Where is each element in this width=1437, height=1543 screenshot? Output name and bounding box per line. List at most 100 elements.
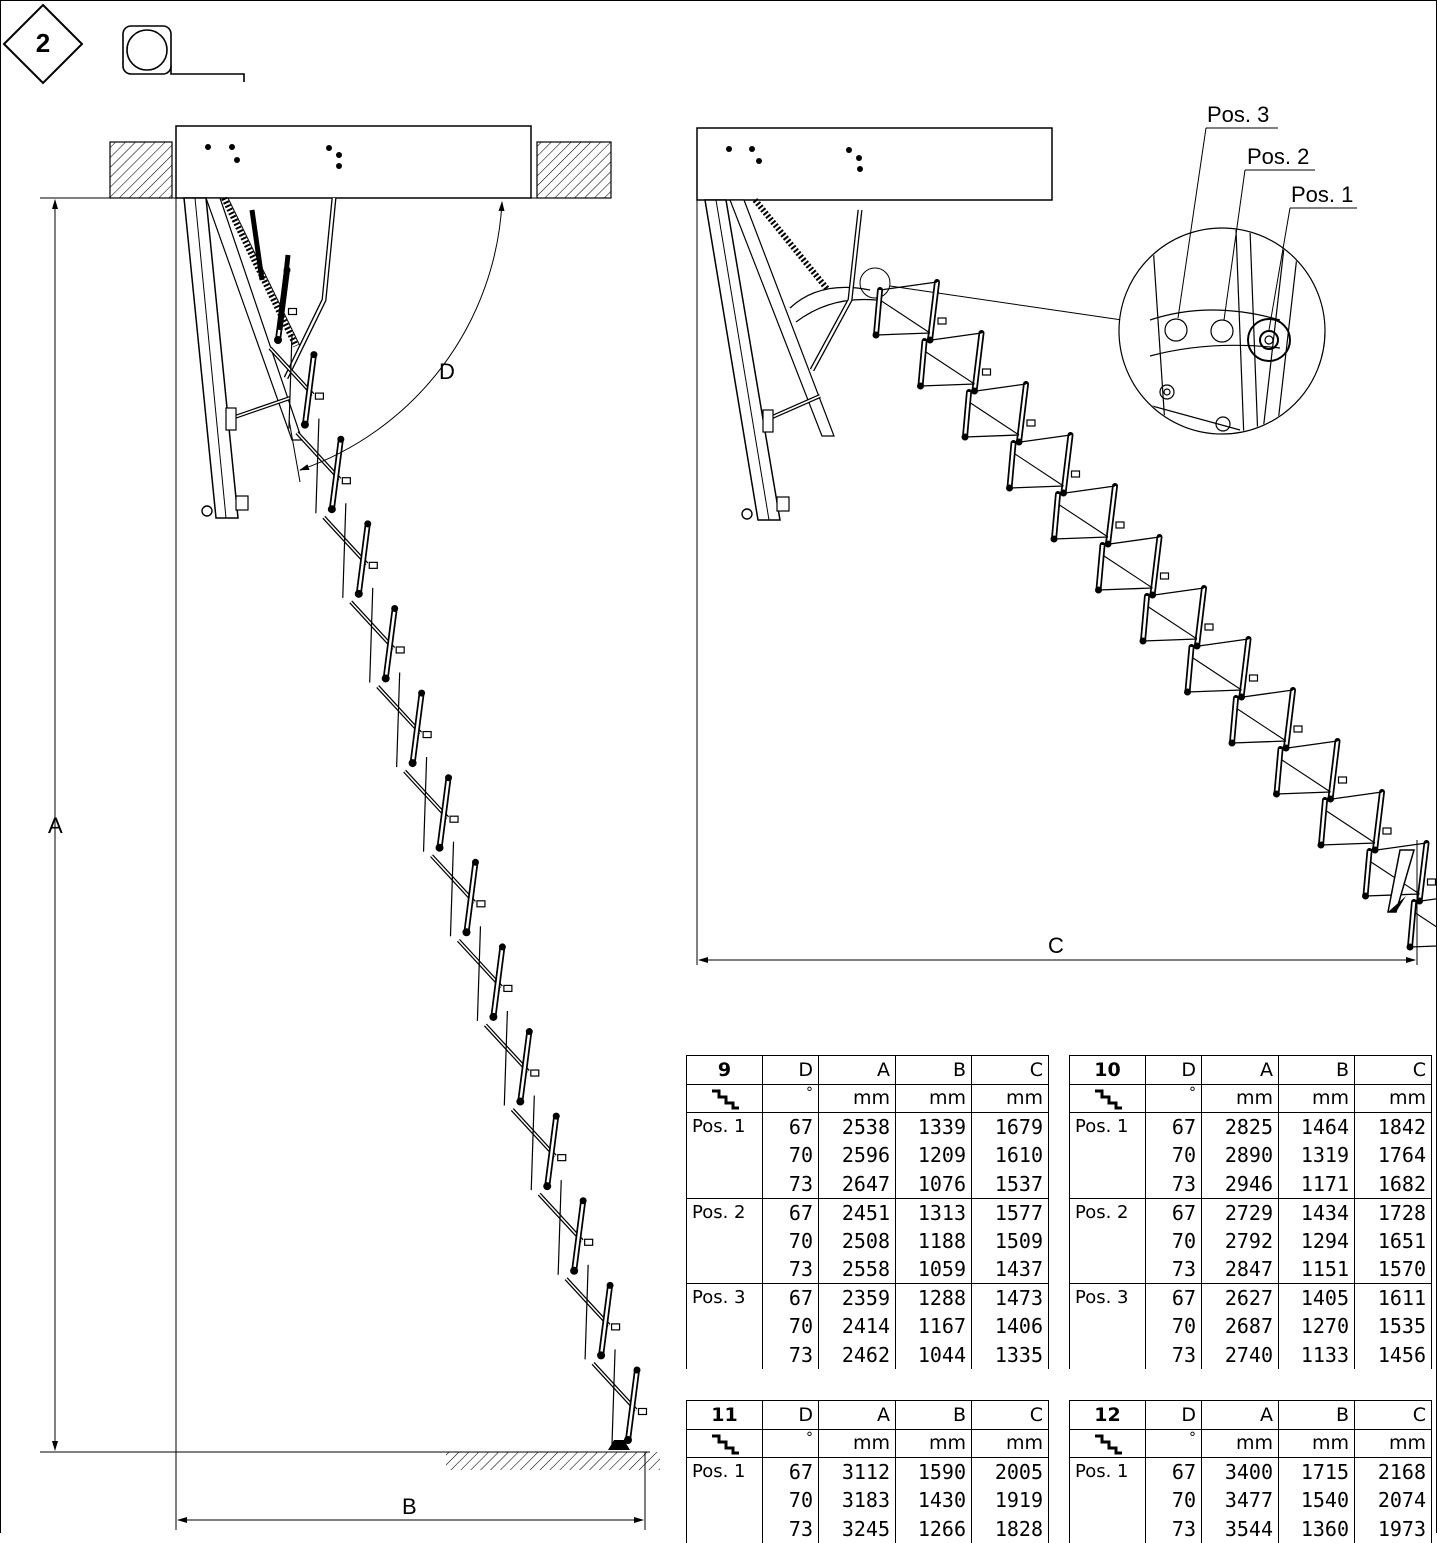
rail-joint	[1006, 485, 1013, 492]
step-tab	[369, 562, 377, 568]
rail-joint	[418, 690, 425, 697]
detail-magnifier	[1119, 128, 1357, 440]
value-cell-d: 67	[1146, 1113, 1202, 1142]
column-header: A	[819, 1401, 896, 1430]
column-header: B	[1279, 1401, 1355, 1430]
step-tab	[558, 1155, 566, 1161]
rail-joint	[1051, 536, 1058, 543]
stair-icon-cell	[1070, 1429, 1146, 1458]
column-header: C	[1355, 1401, 1432, 1430]
rail-joint	[391, 605, 398, 612]
scissor-link	[1325, 810, 1375, 843]
value-cell-b: 1339	[896, 1113, 972, 1142]
value-cell-d: 70	[1146, 1227, 1202, 1256]
value-cell-a: 2740	[1202, 1341, 1279, 1370]
rail-joint	[553, 1113, 560, 1120]
rung	[1277, 792, 1331, 794]
rail-joint	[1229, 740, 1236, 747]
value-cell-d: 67	[1146, 1458, 1202, 1487]
value-cell-c: 1537	[972, 1170, 1049, 1199]
table-number: 12	[1070, 1401, 1146, 1430]
value-cell-d: 67	[763, 1458, 819, 1487]
step-number: 2	[22, 28, 64, 59]
unit-header: mm	[896, 1084, 972, 1113]
step-tab	[1072, 471, 1080, 477]
value-cell-b: 1430	[896, 1486, 972, 1515]
dimension-lines-left	[40, 198, 660, 1530]
step-tab	[1027, 420, 1035, 426]
value-cell-d: 67	[1146, 1198, 1202, 1227]
value-cell-a: 2596	[819, 1141, 896, 1170]
column-header: D	[763, 1056, 819, 1085]
scissor-link	[1147, 606, 1197, 639]
scissor-link	[1281, 759, 1331, 792]
value-cell-b: 1294	[1279, 1227, 1355, 1256]
rung	[1410, 945, 1437, 947]
unit-header: mm	[1355, 1084, 1432, 1113]
scissor-link	[880, 300, 930, 333]
rail-joint	[337, 436, 344, 443]
dimension-label-b: B	[402, 1496, 417, 1518]
position-cell: Pos. 1	[1070, 1113, 1146, 1142]
value-cell-b: 1434	[1279, 1198, 1355, 1227]
value-cell-c: 1842	[1355, 1113, 1432, 1142]
value-cell-a: 2462	[819, 1341, 896, 1370]
rung	[876, 333, 930, 335]
value-cell-d: 70	[763, 1486, 819, 1515]
value-cell-d: 73	[1146, 1341, 1202, 1370]
tape-measure-icon	[123, 26, 244, 82]
table-number: 11	[687, 1401, 763, 1430]
value-cell-c: 1611	[1355, 1284, 1432, 1313]
step-tab	[396, 647, 404, 653]
step-tab	[531, 1070, 539, 1076]
step-tab	[1161, 573, 1169, 579]
value-cell-a: 2946	[1202, 1170, 1279, 1199]
table-number: 9	[687, 1056, 763, 1085]
rung	[1010, 486, 1064, 488]
rail-joint	[634, 1367, 641, 1374]
value-cell-a: 2451	[819, 1198, 896, 1227]
value-cell-b: 1209	[896, 1141, 972, 1170]
rail-joint	[328, 505, 336, 513]
scissor-link	[1103, 555, 1153, 588]
rail-joint	[580, 1197, 587, 1204]
scissor-link-back	[370, 588, 373, 683]
value-cell-d: 70	[1146, 1486, 1202, 1515]
position-cell	[687, 1486, 763, 1515]
value-cell-c: 1335	[972, 1341, 1049, 1370]
column-header: D	[1146, 1401, 1202, 1430]
dimension-label-c: C	[1048, 935, 1064, 957]
unit-header: mm	[1202, 1429, 1279, 1458]
unit-header: mm	[896, 1429, 972, 1458]
scissor-ladder-left	[252, 210, 647, 1450]
rail-joint	[873, 332, 880, 339]
position-cell: Pos. 3	[1070, 1284, 1146, 1313]
unit-header: °	[1146, 1429, 1202, 1458]
value-cell-d: 73	[763, 1515, 819, 1543]
value-cell-a: 2414	[819, 1312, 896, 1341]
value-cell-b: 1059	[896, 1255, 972, 1284]
rail-joint	[1407, 944, 1414, 951]
value-cell-c: 2168	[1355, 1458, 1432, 1487]
column-header: C	[972, 1056, 1049, 1085]
value-cell-a: 2647	[819, 1170, 896, 1199]
position-cell	[687, 1227, 763, 1256]
value-cell-a: 3400	[1202, 1458, 1279, 1487]
value-cell-a: 3245	[819, 1515, 896, 1543]
column-header: B	[896, 1401, 972, 1430]
position-cell	[687, 1255, 763, 1284]
rail-joint	[597, 1351, 605, 1359]
column-header: D	[1146, 1056, 1202, 1085]
unit-header: °	[1146, 1084, 1202, 1113]
